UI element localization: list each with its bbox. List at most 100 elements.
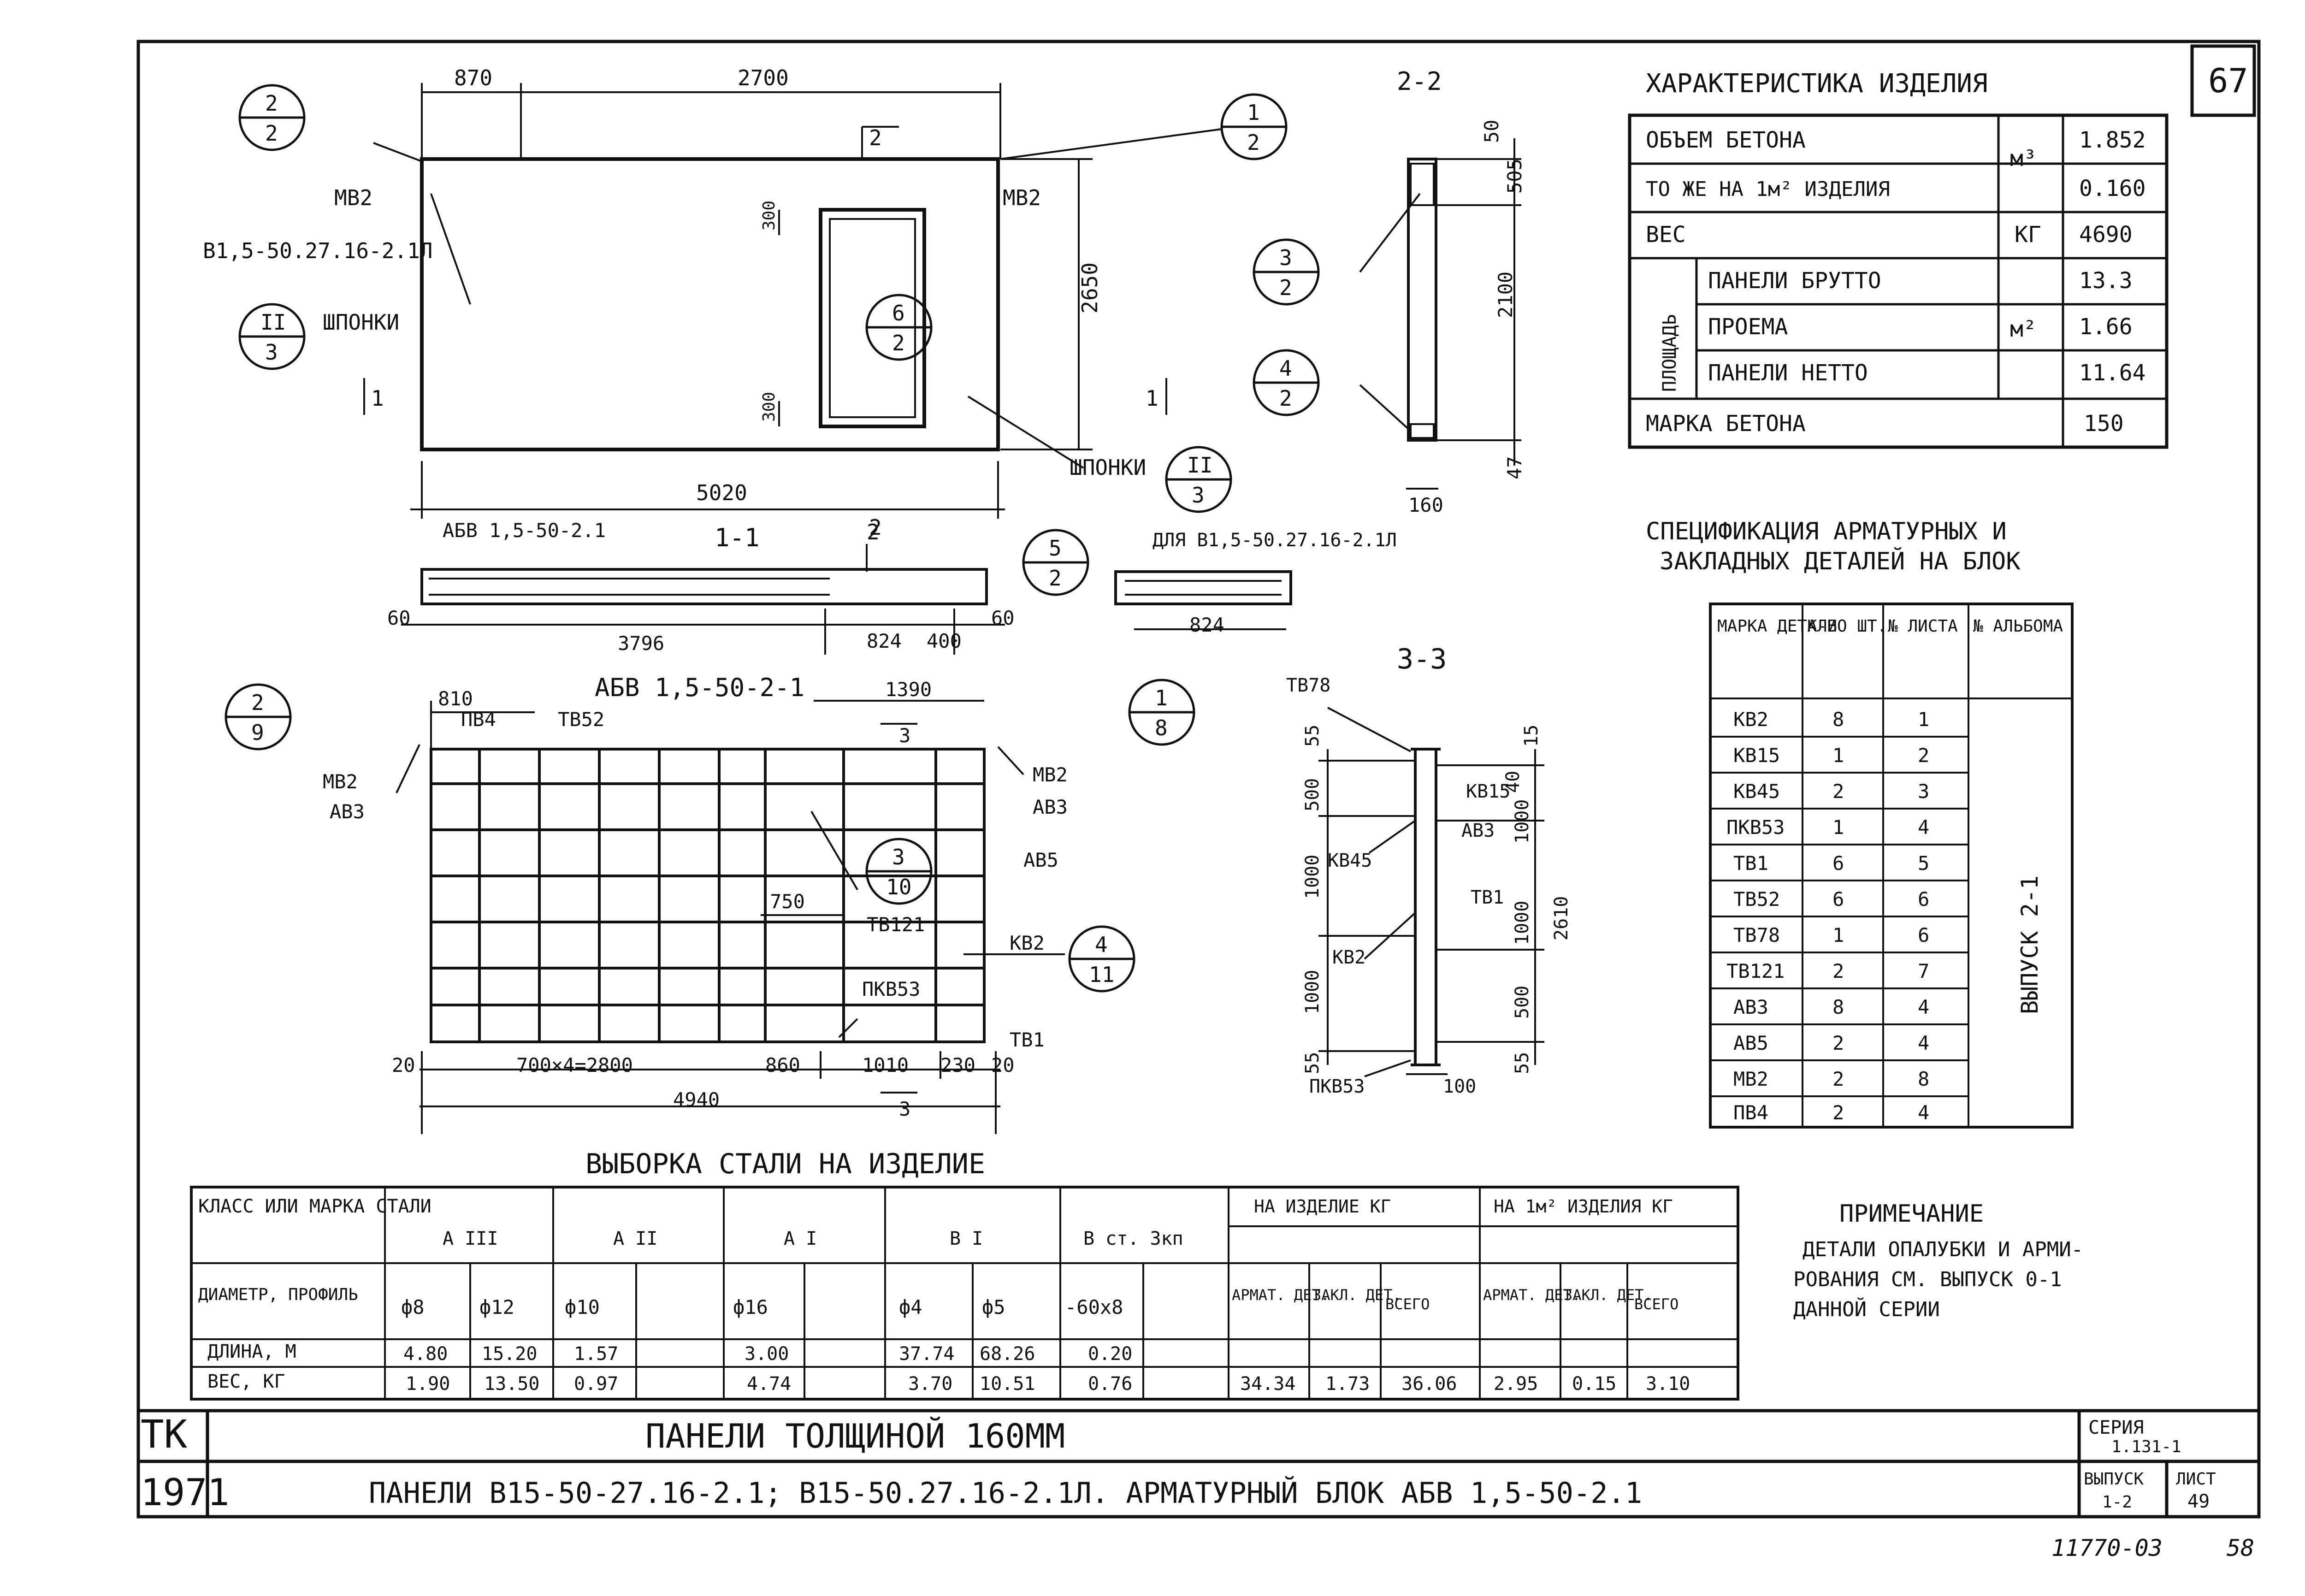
characteristics-title: ХАРАКТЕРИСТИКА ИЗДЕЛИЯ [1646,69,1988,99]
sheet-label: ЛИСТ [2176,1470,2216,1489]
svg-text:2: 2 [1049,566,1062,591]
svg-text:10.51: 10.51 [980,1373,1035,1395]
specification-table: СПЕЦИФИКАЦИЯ АРМАТУРНЫХ И ЗАКЛАДНЫХ ДЕТА… [1646,518,2074,1129]
char-row-label: ВЕС [1646,222,1686,248]
spec-sheet: 1 [1918,708,1929,731]
section-mark-3-top: 3 [899,724,910,747]
svg-text:8: 8 [1155,715,1168,740]
callout: 5 2 [1022,529,1089,596]
label-av3-right: АВ3 [1033,796,1068,818]
dim-810: 810 [438,687,473,710]
dim-5020: 5020 [696,480,747,505]
archive-stamp: 11770-03 [2051,1535,2163,1561]
svg-text:4.74: 4.74 [747,1373,791,1395]
label-av5: АВ5 [1023,849,1058,871]
svg-text:-60х8: -60х8 [1065,1296,1123,1318]
callout: 2 2 [238,84,306,151]
spec-title-line2: ЗАКЛАДНЫХ ДЕТАЛЕЙ НА БЛОК [1660,547,2021,575]
spec-qty: 8 [1832,708,1844,731]
note-line: ДЕТАЛИ ОПАЛУБКИ И АРМИ- [1803,1238,2083,1261]
dim-right-40: 40 [1502,771,1524,793]
svg-text:4.80: 4.80 [403,1343,448,1365]
label-shponki-left: ШПОНКИ [323,310,399,335]
char-row-unit: м³ [2010,146,2037,171]
callout: 3 2 [1253,238,1320,306]
svg-text:3.10: 3.10 [1646,1373,1690,1395]
spec-qty: 1 [1832,924,1844,946]
label-tv1: ТВ1 [1471,887,1504,908]
characteristics-table: ХАРАКТЕРИСТИКА ИЗДЕЛИЯ ОБЪЕМ БЕТОНА м³ 1… [1628,69,2169,449]
dim-1010: 1010 [862,1054,909,1076]
spec-header: МАРКА ДЕТАЛИ [1717,617,1837,636]
label-shponki-right: ШПОНКИ [1070,455,1146,480]
dim-160: 160 [1408,494,1443,516]
svg-text:3.70: 3.70 [908,1373,952,1395]
steel-totals-m2: НА 1м² ИЗДЕЛИЯ КГ [1494,1196,1673,1217]
label-kv2: КВ2 [1332,947,1365,968]
callout: II 3 [238,303,306,370]
label-tv52: ТВ52 [558,708,604,731]
rebar-block-title: АБВ 1,5-50-2-1 [595,673,804,702]
steel-sub-headers: АРМАТ. ДЕТ. ЗАКЛ. ДЕТ. ВСЕГО АРМАТ. ДЕТ.… [1232,1286,1679,1313]
steel-row-label: ДЛИНА, М [207,1341,296,1362]
svg-text:ЗАКЛ. ДЕТ.: ЗАКЛ. ДЕТ. [1312,1286,1401,1304]
dim-20-left: 20 [392,1054,415,1076]
dim-750: 750 [770,890,805,913]
spec-mark: ТВ52 [1733,888,1780,910]
svg-text:2: 2 [251,690,264,715]
steel-table: ВЫБОРКА СТАЛИ НА ИЗДЕЛИЕ [190,1148,1739,1401]
dim-left-500: 500 [1302,778,1323,811]
svg-text:2: 2 [1247,130,1260,155]
spec-sheet: 4 [1918,996,1929,1018]
callout: 4 2 [1253,349,1320,416]
svg-text:4: 4 [1095,932,1108,957]
page-number-box [2190,44,2256,117]
char-row-value: 11.64 [2079,360,2146,386]
spec-qty: 1 [1832,816,1844,839]
svg-text:37.74: 37.74 [899,1343,954,1365]
svg-text:13.50: 13.50 [484,1373,539,1395]
svg-text:II: II [260,310,286,335]
svg-text:ВСЕГО: ВСЕГО [1385,1295,1430,1313]
spec-mark: КВ15 [1733,744,1780,767]
section-3-3-title: 3-3 [1397,643,1447,675]
sheet-value: 49 [2187,1491,2210,1512]
dim-824: 824 [867,630,902,652]
steel-class: А II [613,1228,657,1249]
note-title: ПРИМЕЧАНИЕ [1839,1200,1984,1228]
sheet-title-main: ПАНЕЛИ ТОЛЩИНОЙ 160ММ [645,1417,1065,1455]
note-line: ДАННОЙ СЕРИИ [1793,1297,1940,1321]
spec-mark: АВ3 [1733,996,1768,1018]
svg-text:2: 2 [265,91,278,116]
spec-sheet: 6 [1918,888,1929,910]
section-mark-3-bottom: 3 [899,1098,910,1120]
svg-text:ф5: ф5 [982,1296,1005,1318]
callout: 4 11 [1068,925,1135,993]
svg-text:3: 3 [1279,245,1292,270]
note-line: РОВАНИЯ СМ. ВЫПУСК 0-1 [1793,1268,2062,1291]
page-number: 67 [2208,61,2248,100]
dim-right-1000-b: 1000 [1512,901,1533,945]
char-row-value: 0.160 [2079,176,2146,201]
svg-text:34.34: 34.34 [1240,1373,1295,1395]
svg-text:36.06: 36.06 [1401,1373,1457,1395]
dim-left-1000-a: 1000 [1302,855,1323,899]
dim-870: 870 [454,65,492,90]
dim-700x4: 700×4=2800 [516,1054,633,1076]
svg-text:2.95: 2.95 [1494,1373,1538,1395]
callout: 1 2 [1220,93,1288,160]
label-pkv53: ПКВ53 [862,978,920,1000]
svg-text:ф8: ф8 [401,1296,425,1318]
spec-qty: 2 [1832,960,1844,982]
rebar-block: АБВ 1,5-50-2-1 [225,673,1195,1134]
svg-text:15.20: 15.20 [482,1343,537,1365]
spec-mark: КВ2 [1733,708,1768,731]
label-panel-mark: В1,5-50.27.16-2.1Л [203,238,433,263]
label-tv78: ТВ78 [1286,675,1330,696]
sheet-frame [136,40,2261,1519]
svg-text:1.73: 1.73 [1325,1373,1370,1395]
label-tv1: ТВ1 [1010,1029,1045,1051]
dim-1390: 1390 [885,678,932,701]
dim-2700: 2700 [738,65,789,90]
steel-class: А I [784,1228,817,1249]
